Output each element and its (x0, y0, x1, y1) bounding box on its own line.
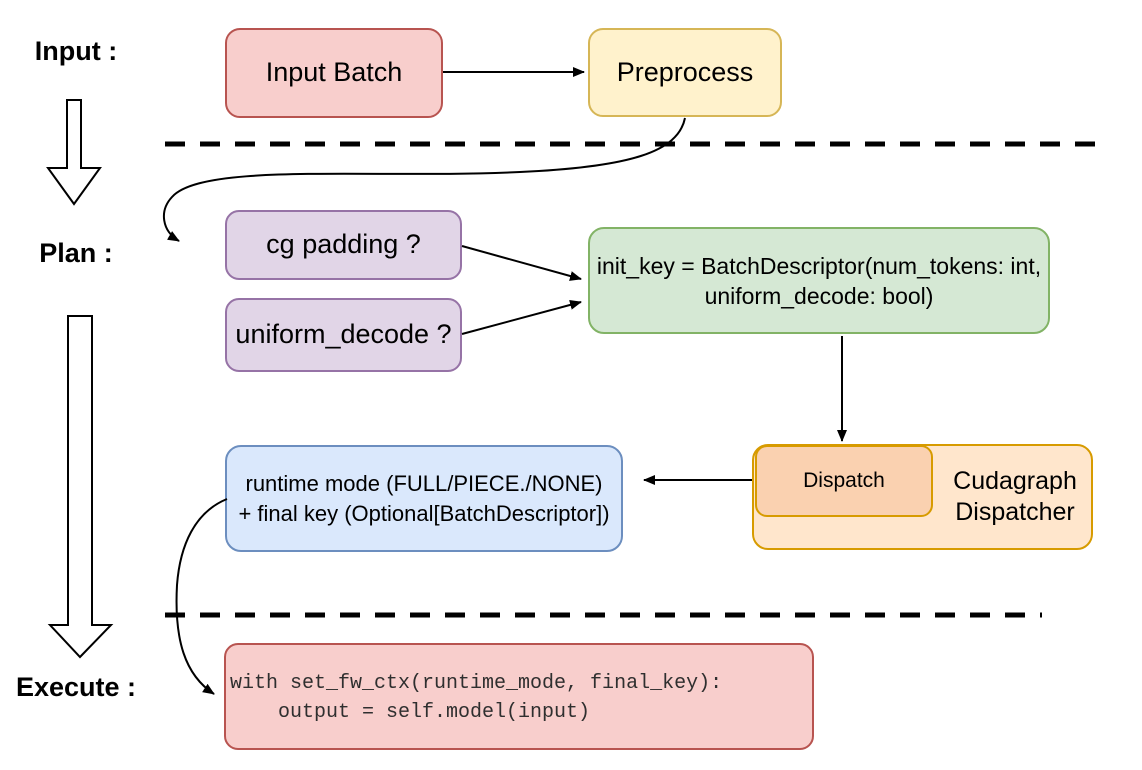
arrow-uniform-decode-to-init-key (461, 300, 582, 335)
node-execute-code: with set_fw_ctx(runtime_mode, final_key)… (224, 643, 814, 750)
cudagraph-label-line1: Cudagraph (953, 467, 1077, 495)
init-key-line1: init_key = BatchDescriptor(num_tokens: i… (596, 252, 1042, 279)
runtime-result-line1: runtime mode (FULL/PIECE./NONE) (245, 470, 603, 496)
arrow-cg-padding-to-init-key (461, 245, 582, 281)
node-cg-padding: cg padding ? (225, 210, 462, 280)
node-init-key: init_key = BatchDescriptor(num_tokens: i… (588, 227, 1050, 334)
execute-code-line2: output = self.model(input) (230, 701, 591, 724)
node-input-batch: Input Batch (225, 28, 443, 118)
cudagraph-dispatcher-label: Cudagraph Dispatcher (935, 466, 1095, 528)
node-preprocess: Preprocess (588, 28, 782, 117)
execute-code-line1: with set_fw_ctx(runtime_mode, final_key)… (230, 672, 723, 695)
section-label-input: Input : (34, 36, 118, 66)
section-label-execute: Execute : (15, 672, 137, 702)
node-dispatch: Dispatch (755, 445, 933, 517)
cudagraph-label-line2: Dispatcher (955, 498, 1075, 526)
section-label-plan: Plan : (39, 238, 113, 268)
node-runtime-result: runtime mode (FULL/PIECE./NONE) + final … (225, 445, 623, 552)
plan-to-execute-hollow-arrow-icon (47, 315, 114, 659)
node-uniform-decode: uniform_decode ? (225, 298, 462, 372)
input-to-plan-hollow-arrow-icon (46, 99, 102, 206)
runtime-result-line2: + final key (Optional[BatchDescriptor]) (238, 500, 610, 526)
init-key-line2: uniform_decode: bool) (704, 282, 934, 309)
arrow-runtime-result-to-execute-code-curve (175, 498, 228, 695)
